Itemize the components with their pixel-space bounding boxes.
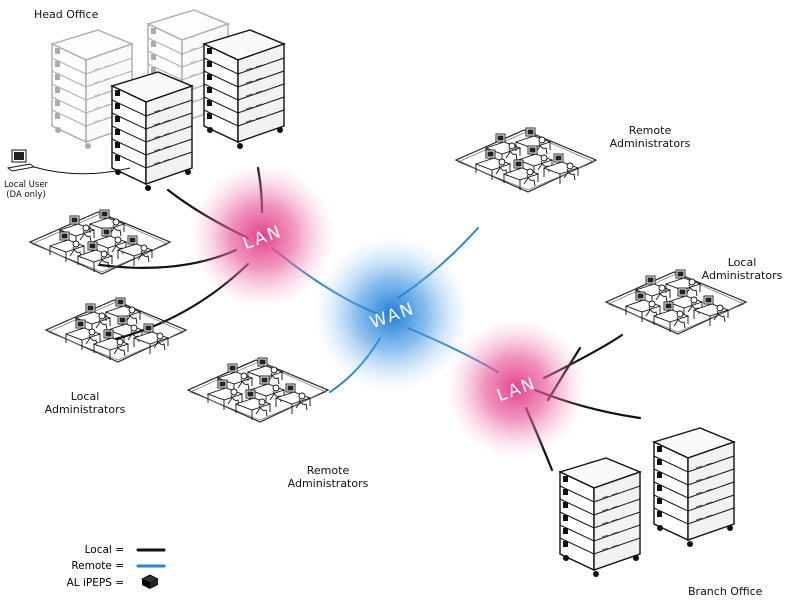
remote-admins-bottom-label-line2: Administrators	[287, 477, 369, 490]
local-admins-left-label-line1: Local	[70, 390, 100, 403]
legend-local-label: Local =	[84, 544, 124, 556]
lan-hub-top: LAN	[190, 164, 334, 308]
remote-admins-top-label-line2: Administrators	[609, 137, 691, 150]
remote-admins-bottom-label: Remote Administrators	[268, 464, 388, 490]
head-office-label: Head Office	[34, 8, 99, 21]
local-user-label-line1: Local User	[3, 180, 49, 190]
legend-remote-label: Remote =	[71, 560, 124, 572]
room-remote-admins-top	[456, 128, 596, 192]
room-local-admins-head-2	[46, 298, 186, 362]
legend-remote: Remote =	[60, 560, 130, 572]
branch-office-label: Branch Office	[688, 585, 763, 598]
wan-hub: WAN	[314, 236, 470, 392]
remote-admins-bottom-label-line1: Remote	[306, 464, 350, 477]
remote-admins-top-label: Remote Administrators	[590, 124, 710, 150]
local-user-workstation	[6, 149, 131, 175]
local-admins-right-label-line1: Local	[727, 256, 757, 269]
room-remote-admins-bottom	[188, 358, 328, 422]
local-user-label: Local User (DA only)	[0, 180, 52, 200]
local-admins-left-label: Local Administrators	[30, 390, 140, 416]
branch-office-servers	[559, 427, 735, 578]
legend-local: Local =	[60, 544, 130, 556]
local-admins-left-label-line2: Administrators	[44, 403, 126, 416]
lan-hub-bottom: LAN	[446, 318, 586, 458]
local-admins-right-label: Local Administrators	[686, 256, 798, 282]
local-user-label-line2: (DA only)	[6, 190, 46, 200]
remote-admins-top-label-line1: Remote	[628, 124, 672, 137]
legend-al-ipeps-label: AL iPEPS =	[66, 577, 124, 589]
head-office-servers	[51, 9, 285, 192]
local-admins-right-label-line2: Administrators	[701, 269, 783, 282]
legend-al-ipeps: AL iPEPS =	[60, 577, 130, 589]
legend-samples	[136, 548, 166, 590]
